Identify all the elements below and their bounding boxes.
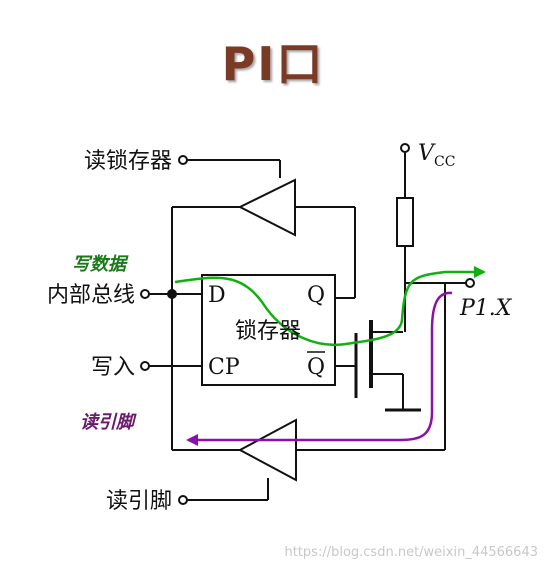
write-terminal — [140, 361, 150, 371]
pin-terminal — [465, 278, 475, 288]
read-latch-label: 读锁存器 — [84, 149, 172, 174]
cp-label: CP — [208, 355, 240, 380]
pull-up-resistor — [396, 197, 414, 247]
pin-label: P1.X — [459, 296, 513, 321]
write-data-annotation: 写数据 — [72, 254, 129, 275]
read-pin-buffer — [237, 418, 297, 482]
qbar-label: Q — [307, 355, 325, 380]
d-label: D — [208, 283, 226, 308]
vcc-subscript: CC — [434, 154, 455, 170]
read-pin-terminal — [178, 495, 188, 505]
write-data-arrowhead — [474, 266, 486, 278]
read-pin-path — [196, 291, 453, 442]
bus-junction — [167, 289, 177, 299]
page-title: PI口 — [221, 37, 325, 91]
write-data-path — [174, 270, 474, 346]
internal-bus-label: 内部总线 — [47, 283, 135, 308]
vcc-label: V — [418, 141, 436, 166]
read-latch-terminal — [178, 155, 188, 165]
watermark: https://blog.csdn.net/weixin_44566643 — [284, 545, 538, 560]
vcc-terminal — [400, 143, 410, 153]
read-pin-annotation: 读引脚 — [80, 412, 137, 433]
read-latch-buffer — [237, 178, 296, 237]
internal-bus-terminal — [140, 289, 150, 299]
write-label: 写入 — [91, 355, 135, 380]
latch-box — [201, 274, 336, 386]
read-pin-label: 读引脚 — [106, 489, 172, 514]
read-pin-arrowhead — [186, 434, 198, 446]
latch-label: 锁存器 — [235, 319, 301, 344]
q-label: Q — [307, 283, 325, 308]
